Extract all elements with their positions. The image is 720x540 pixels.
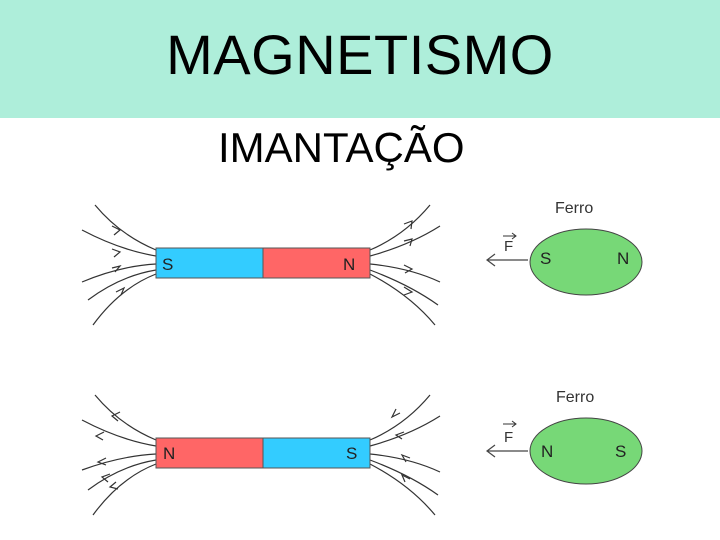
bottom-iron-left-pole: N: [541, 442, 553, 461]
field-arrow: [111, 248, 122, 258]
field-line: [369, 225, 441, 257]
field-line: [94, 204, 157, 251]
field-arrow: [111, 225, 122, 236]
top-magnet-left-label: S: [162, 255, 173, 274]
field-line: [369, 273, 436, 326]
field-line: [87, 269, 157, 301]
top-iron-right-pole: N: [617, 249, 629, 268]
field-arrow: [100, 473, 111, 483]
field-line: [369, 463, 436, 516]
top-scene: S N F Ferro S N: [81, 200, 643, 326]
field-line: [81, 453, 157, 471]
field-line: [92, 463, 157, 516]
field-line: [369, 415, 441, 447]
top-magnet-right-label: N: [343, 255, 355, 274]
field-line: [369, 263, 441, 283]
bottom-force-vector-tip: [511, 420, 517, 428]
field-arrow: [96, 457, 107, 466]
top-field-lines-right: [369, 204, 441, 326]
field-arrow: [400, 453, 411, 463]
bottom-force-label: F: [504, 429, 513, 446]
field-line: [92, 273, 157, 326]
field-line: [81, 229, 157, 257]
bottom-iron-right-pole: S: [615, 442, 626, 461]
field-arrow: [403, 238, 413, 247]
field-arrow: [115, 286, 126, 296]
bottom-iron-label: Ferro: [556, 389, 594, 406]
bottom-field-lines-left: [81, 394, 157, 516]
top-iron-left-pole: S: [540, 249, 551, 268]
field-line: [94, 394, 157, 441]
bottom-magnet-north-half: [155, 437, 264, 469]
field-arrow: [110, 411, 121, 422]
top-field-lines-left: [81, 204, 157, 326]
bottom-force-arrowhead: [486, 444, 496, 458]
field-line: [81, 263, 157, 283]
top-iron-label: Ferro: [555, 200, 593, 217]
field-line: [369, 453, 441, 473]
field-line: [369, 459, 439, 496]
field-line: [369, 269, 439, 306]
field-arrow: [403, 264, 414, 274]
field-arrow: [390, 408, 401, 419]
bottom-magnet-right-label: S: [346, 444, 357, 463]
bottom-field-lines-right: [369, 394, 441, 516]
bottom-magnet-south-half: [262, 437, 371, 469]
field-line: [369, 394, 431, 441]
top-iron-body: [529, 228, 643, 296]
field-arrow: [394, 431, 405, 440]
field-arrow: [94, 431, 105, 441]
title-band: [0, 0, 720, 118]
bottom-iron-body: [529, 417, 643, 485]
field-arrow: [403, 286, 414, 296]
top-force-vector-tip: [511, 232, 517, 240]
top-force-label: F: [504, 238, 513, 255]
field-arrow: [403, 220, 413, 230]
top-magnet-north-half: [262, 247, 371, 279]
top-magnet-south-half: [155, 247, 264, 279]
field-line: [87, 459, 157, 491]
field-arrow: [108, 481, 119, 490]
field-arrow: [400, 473, 411, 483]
top-force-arrowhead: [486, 253, 496, 267]
bottom-scene: N S F Ferro N S: [81, 389, 643, 516]
field-line: [369, 204, 431, 251]
page-subtitle: IMANTAÇÃO: [218, 124, 465, 171]
bottom-magnet-left-label: N: [163, 444, 175, 463]
field-line: [81, 419, 157, 447]
field-arrow: [111, 264, 122, 273]
page-title: MAGNETISMO: [166, 23, 554, 86]
